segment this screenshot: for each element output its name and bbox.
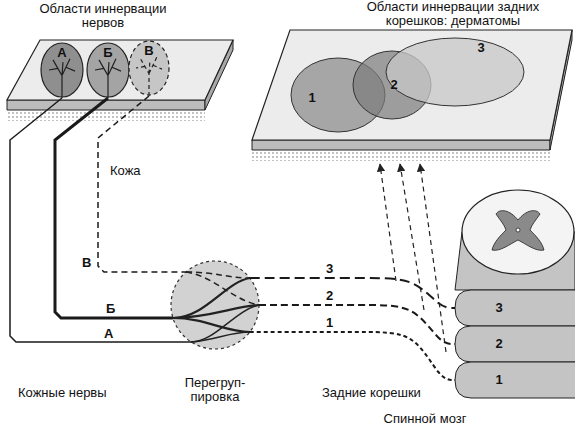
innervation-area-outline — [128, 40, 170, 96]
group-label: Кожные нервы — [18, 386, 107, 400]
segment-number: 2 — [491, 337, 507, 351]
connector-label: А — [104, 327, 113, 341]
spinal-segment: 3 — [455, 290, 575, 326]
skin-surface — [7, 40, 233, 100]
innervation-area: В — [128, 40, 170, 96]
connector-label: В — [82, 256, 91, 270]
nerve-branches — [49, 59, 75, 98]
segment-outline — [455, 290, 575, 326]
spinal-segment-outline — [455, 290, 575, 326]
cutaneous-nerve — [55, 98, 173, 318]
spinal-segment-outline — [455, 362, 575, 398]
dorsal-root — [259, 305, 455, 344]
dermatome-projection-arrow — [400, 164, 424, 310]
dermatome-area-outline — [385, 37, 525, 107]
regrouping-zone: Перегруп- пировка — [170, 260, 260, 350]
skin-surface — [252, 30, 572, 140]
central-canal — [516, 228, 520, 232]
dermatome-number: 2 — [386, 78, 402, 92]
regrouping-fiber — [173, 305, 259, 318]
skin-side-face — [550, 30, 572, 150]
innervation-area-outline — [40, 42, 84, 98]
connector-label: 1 — [326, 316, 333, 330]
dermatome-area: 2 — [352, 50, 432, 120]
dermatome-outline — [353, 51, 431, 119]
tissue-texture — [252, 151, 550, 161]
tissue-texture — [7, 111, 205, 121]
area-letter: Б — [86, 46, 130, 60]
segment-number: 3 — [491, 301, 507, 315]
dermatome-projection-arrow — [380, 164, 396, 281]
dermatome-area-outline — [290, 57, 386, 133]
nerve-branches — [95, 59, 121, 98]
dermatome-area: 1 — [290, 57, 386, 133]
regrouping-fiber — [186, 272, 250, 278]
spinal-segment: 2 — [455, 326, 575, 362]
zone-caption: Перегруп- пировка — [170, 376, 260, 404]
dermatome-projection-arrow — [420, 164, 446, 352]
dermatome-area: 3 — [385, 37, 525, 107]
gray-matter — [492, 211, 544, 251]
spinal-cord: Спинной мозг321 — [440, 180, 575, 405]
dermatome-outline — [291, 58, 385, 132]
group-label: Задние корешки — [322, 386, 421, 400]
segment-outline — [455, 326, 575, 362]
spinal-segment-outline — [455, 326, 575, 362]
dorsal-root — [250, 278, 455, 308]
regrouping-fiber — [173, 278, 250, 318]
innervation-area: Б — [86, 42, 130, 98]
dermatome-area-outline — [352, 50, 432, 120]
area-heading: Области иннервации нервов — [33, 2, 173, 30]
cutaneous-nerve — [98, 96, 186, 272]
dermatome-number: 3 — [473, 41, 489, 55]
area-outline — [87, 43, 129, 97]
cord-caption: Спинной мозг — [370, 412, 480, 426]
regrouping-fiber — [191, 305, 259, 342]
dermatome-number: 1 — [304, 91, 320, 105]
spinal-segment: 1 — [455, 362, 575, 398]
dorsal-root — [250, 332, 455, 380]
connector-label: 2 — [326, 289, 333, 303]
dermatome-outline — [386, 38, 524, 106]
area-outline — [41, 43, 83, 97]
segment-number: 1 — [491, 373, 507, 387]
regrouping-fiber — [173, 318, 250, 332]
area-letter: В — [128, 44, 170, 58]
cord-body — [455, 232, 575, 290]
skin-block: Области иннервации задних корешков: дерм… — [250, 28, 575, 153]
skin-block-outline — [250, 28, 575, 153]
regrouping-zone-outline — [170, 260, 260, 350]
area-heading: Области иннервации задних корешков: дерм… — [346, 0, 560, 28]
skin-side-face — [205, 40, 233, 110]
skin-block-outline — [5, 38, 235, 118]
segment-outline — [455, 362, 575, 398]
zone-outline — [171, 261, 259, 349]
cord-cross-section — [462, 190, 574, 274]
skin-front-face — [7, 100, 205, 110]
spinal-cord-outline — [440, 180, 575, 405]
skin-block: Области иннервации нервовАБВ — [5, 38, 235, 118]
connector-label: 3 — [326, 262, 333, 276]
innervation-area: А — [40, 42, 84, 98]
tissue-label: Кожа — [110, 164, 141, 178]
connector-label: Б — [106, 302, 115, 316]
area-outline — [129, 41, 169, 95]
cutaneous-nerve — [10, 98, 191, 342]
regrouping-fiber — [191, 332, 250, 342]
area-letter: А — [40, 46, 84, 60]
innervation-area-outline — [86, 42, 130, 98]
regrouping-fiber — [186, 272, 259, 305]
nerve-branches — [136, 57, 162, 96]
skin-front-face — [252, 140, 550, 150]
